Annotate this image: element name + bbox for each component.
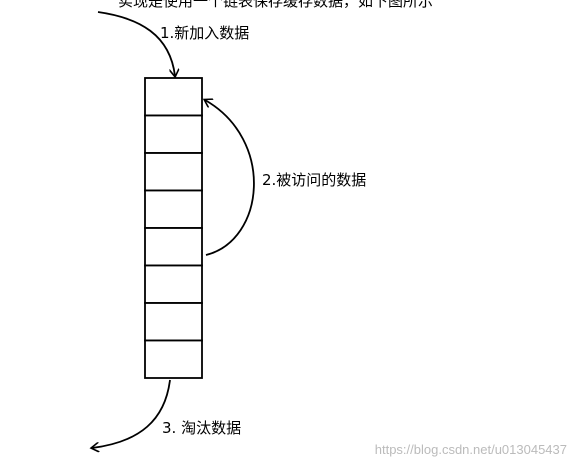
label-accessed-data: 2.被访问的数据: [262, 171, 367, 189]
watermark: https://blog.csdn.net/u013045437: [374, 442, 567, 457]
cache-cell: [144, 302, 203, 342]
cache-list-stack: [144, 77, 203, 379]
cache-cell: [144, 339, 203, 379]
accessed-data-arrow: [205, 100, 255, 256]
new-data-arrow: [97, 11, 175, 76]
label-evict-data: 3. 淘汰数据: [162, 419, 242, 437]
label-new-data: 1.新加入数据: [160, 24, 250, 42]
cache-cell: [144, 152, 203, 192]
cache-cell: [144, 77, 203, 117]
cache-cell: [144, 189, 203, 229]
cache-cell: [144, 227, 203, 267]
cut-off-caption: 实现是使用一个链表保存缓存数据，如下图所示: [118, 0, 434, 10]
evict-data-arrow: [92, 379, 171, 448]
cache-cell: [144, 114, 203, 154]
cache-cell: [144, 264, 203, 304]
